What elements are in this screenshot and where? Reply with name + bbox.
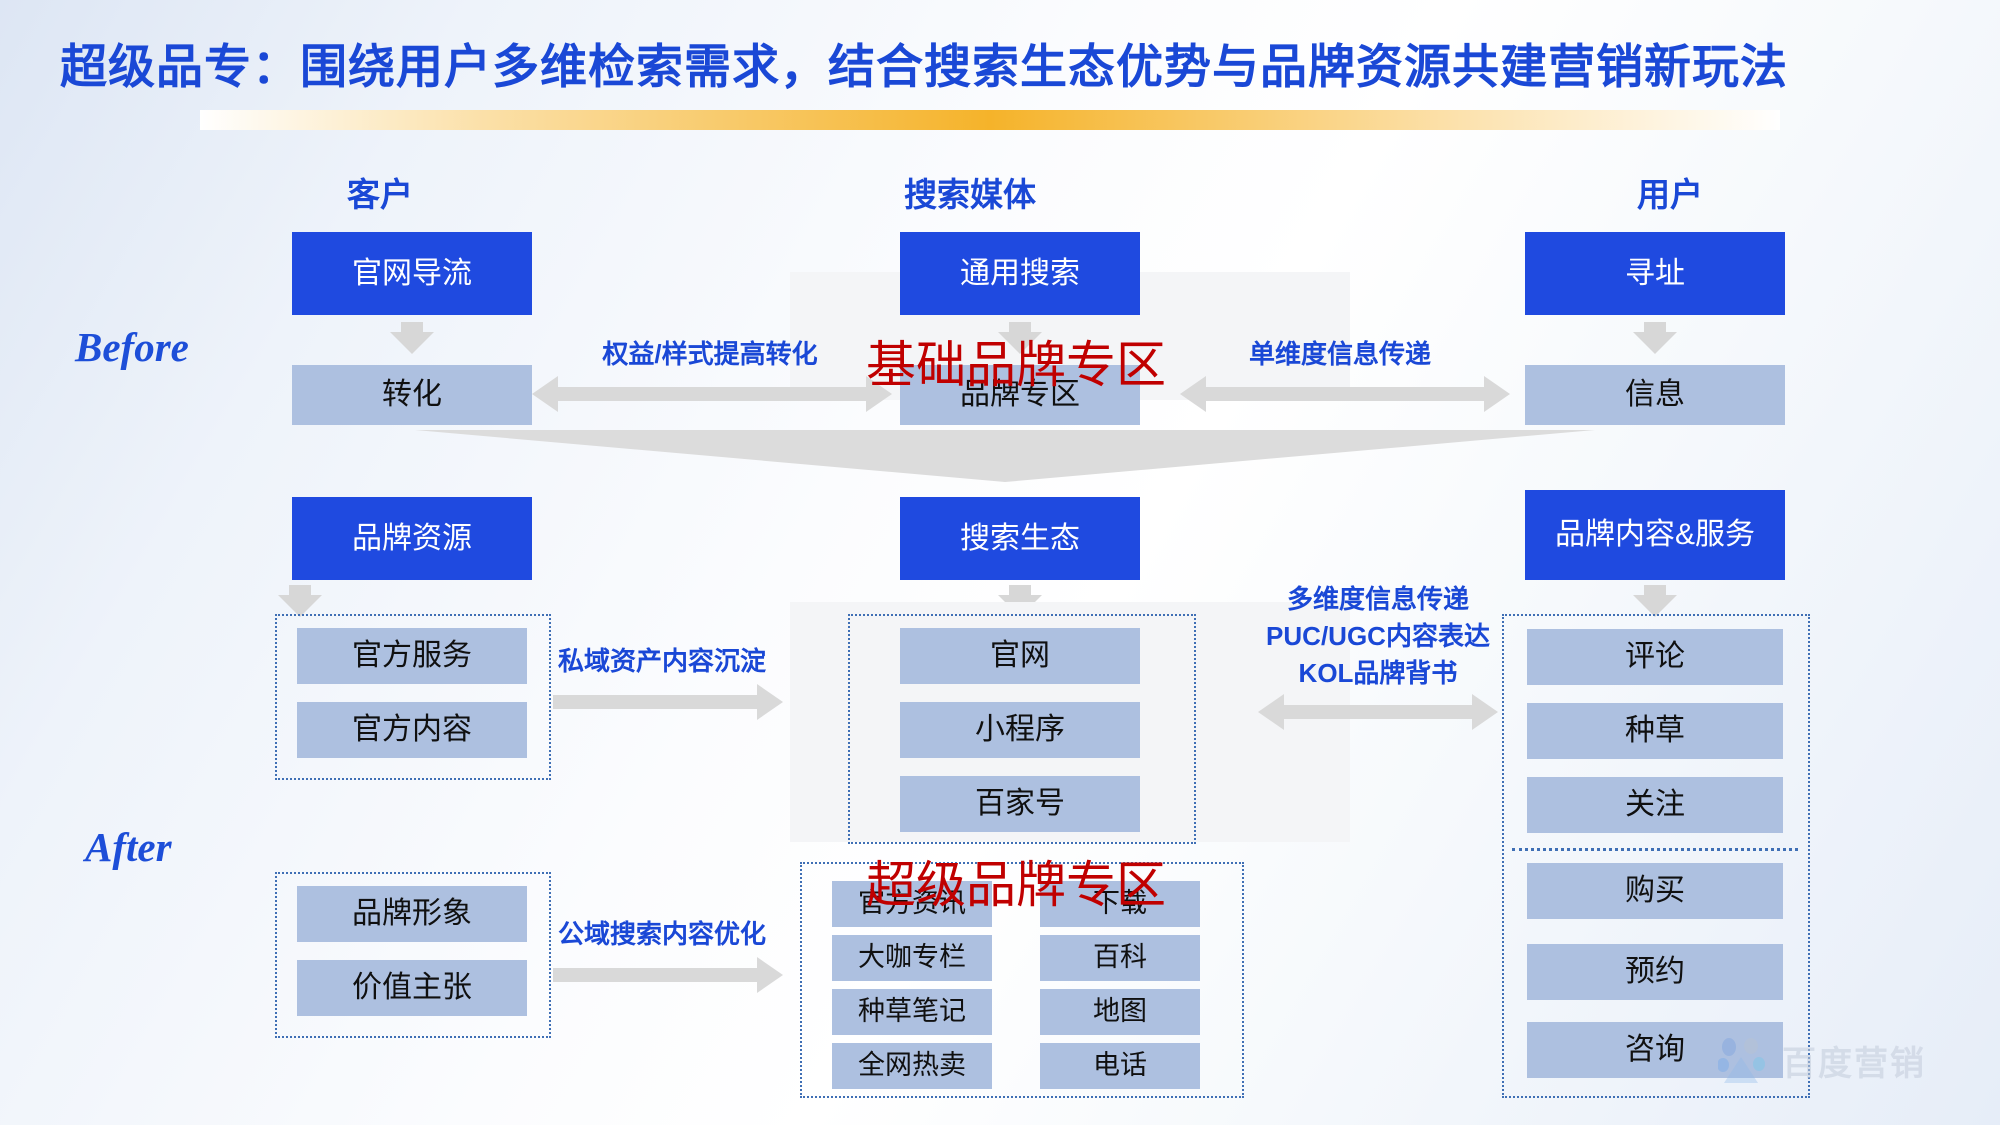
after-public-right-arrow-icon bbox=[553, 957, 783, 993]
page-title: 超级品专：围绕用户多维检索需求，结合搜索生态优势与品牌资源共建营销新玩法 bbox=[60, 40, 1788, 93]
before-customer-down-arrow-icon bbox=[390, 322, 434, 354]
after-search-eco-top-item-label: 小程序 bbox=[975, 712, 1065, 746]
after-search-eco-bottom-item: 全网热卖 bbox=[832, 1043, 992, 1089]
after-search-eco-top-item: 百家号 bbox=[900, 776, 1140, 832]
after-search-eco-bottom-item-label: 种草笔记 bbox=[858, 996, 966, 1027]
after-brand-resource-item: 官方服务 bbox=[297, 628, 527, 684]
after-search-eco-bottom-item-label: 下载 bbox=[1093, 888, 1147, 919]
after-search-eco-header-box: 搜索生态 bbox=[900, 497, 1140, 580]
after-search-eco-bottom-item-label: 全网热卖 bbox=[858, 1050, 966, 1081]
after-search-eco-bottom-item-label: 官方资讯 bbox=[858, 888, 966, 919]
after-brand-image-item: 价值主张 bbox=[297, 960, 527, 1016]
after-brand-resource-header-box: 品牌资源 bbox=[292, 497, 532, 580]
after-search-eco-bottom-item-label: 百科 bbox=[1093, 942, 1147, 973]
after-brand-content-item: 咨询 bbox=[1527, 1022, 1783, 1078]
after-search-eco-bottom-item: 地图 bbox=[1040, 989, 1200, 1035]
before-customer-top-label: 官网导流 bbox=[352, 256, 472, 290]
after-search-eco-header-label: 搜索生态 bbox=[960, 521, 1080, 555]
after-private-arrow-caption: 私域资产内容沉淀 bbox=[557, 646, 766, 676]
before-user-top-box: 寻址 bbox=[1525, 232, 1785, 315]
before-media-top-label: 通用搜索 bbox=[960, 256, 1080, 290]
before-left-arrow-caption: 权益/样式提高转化 bbox=[602, 339, 818, 369]
before-right-arrow-caption: 单维度信息传递 bbox=[1248, 339, 1431, 369]
column-heading-media: 搜索媒体 bbox=[904, 176, 1036, 213]
after-search-eco-bottom-item: 电话 bbox=[1040, 1043, 1200, 1089]
after-search-eco-top-item: 官网 bbox=[900, 628, 1140, 684]
before-user-bottom-label: 信息 bbox=[1625, 377, 1685, 411]
before-media-top-box: 通用搜索 bbox=[900, 232, 1140, 315]
after-brand-content-item-label: 种草 bbox=[1625, 713, 1685, 747]
after-brand-image-item: 品牌形象 bbox=[297, 886, 527, 942]
after-right-arrow-caption-line3: KOL品牌背书 bbox=[1298, 658, 1458, 688]
after-brand-resource-header-label: 品牌资源 bbox=[352, 521, 472, 555]
after-search-eco-bottom-item: 官方资讯 bbox=[832, 881, 992, 927]
before-media-bottom-label: 品牌专区 bbox=[960, 377, 1080, 411]
after-brand-content-item: 购买 bbox=[1527, 863, 1783, 919]
after-brand-image-item-label: 品牌形象 bbox=[352, 896, 472, 930]
after-brand-resource-item-label: 官方服务 bbox=[352, 638, 472, 672]
after-brand-content-item-label: 咨询 bbox=[1625, 1032, 1685, 1066]
after-brand-content-item-label: 购买 bbox=[1625, 873, 1685, 907]
before-customer-top-box: 官网导流 bbox=[292, 232, 532, 315]
after-brand-content-item: 评论 bbox=[1527, 629, 1783, 685]
after-brand-resource-item: 官方内容 bbox=[297, 702, 527, 758]
after-brand-content-item-label: 评论 bbox=[1625, 639, 1685, 673]
title-underline-rule bbox=[200, 110, 1780, 130]
stage-label-after: After bbox=[85, 824, 172, 870]
baidu-paw-icon bbox=[1718, 1037, 1765, 1083]
after-search-eco-top-item: 小程序 bbox=[900, 702, 1140, 758]
before-to-after-chevron-icon bbox=[415, 430, 1595, 482]
after-search-eco-bottom-item: 下载 bbox=[1040, 881, 1200, 927]
after-right-double-arrow-icon bbox=[1258, 694, 1498, 730]
after-brand-content-divider bbox=[1512, 848, 1798, 851]
before-media-down-arrow-icon bbox=[998, 322, 1042, 354]
after-brand-content-item-label: 预约 bbox=[1625, 954, 1685, 988]
before-red-annotation: 基础品牌专区 bbox=[866, 336, 1166, 394]
before-right-double-arrow-icon bbox=[1180, 376, 1510, 412]
after-brand-resource-down-arrow-icon bbox=[278, 585, 322, 617]
after-right-arrow-caption-line1: 多维度信息传递 bbox=[1286, 584, 1469, 614]
before-customer-bottom-box: 转化 bbox=[292, 365, 532, 425]
after-search-eco-bottom-item-label: 大咖专栏 bbox=[858, 942, 966, 973]
after-brand-content-header-box: 品牌内容&服务 bbox=[1525, 490, 1785, 580]
after-search-eco-top-group bbox=[848, 614, 1196, 844]
after-right-arrow-caption-line2: PUC/UGC内容表达 bbox=[1266, 621, 1490, 651]
before-customer-bottom-label: 转化 bbox=[382, 377, 442, 411]
stage-label-before: Before bbox=[75, 324, 189, 370]
after-brand-content-item: 关注 bbox=[1527, 777, 1783, 833]
before-left-double-arrow-icon bbox=[532, 376, 892, 412]
after-brand-resource-group bbox=[275, 614, 551, 780]
after-brand-content-group bbox=[1502, 614, 1810, 1098]
after-search-eco-top-item-label: 百家号 bbox=[975, 786, 1065, 820]
after-search-eco-bottom-item: 百科 bbox=[1040, 935, 1200, 981]
watermark: 百度营销 bbox=[1718, 1036, 1926, 1085]
after-public-arrow-caption: 公域搜索内容优化 bbox=[557, 919, 766, 949]
after-brand-content-item: 预约 bbox=[1527, 944, 1783, 1000]
before-user-bottom-box: 信息 bbox=[1525, 365, 1785, 425]
watermark-text: 百度营销 bbox=[1782, 1045, 1926, 1083]
after-brand-resource-item-label: 官方内容 bbox=[352, 712, 472, 746]
after-search-eco-bottom-group bbox=[800, 862, 1244, 1098]
after-brand-image-item-label: 价值主张 bbox=[352, 970, 472, 1004]
before-user-top-label: 寻址 bbox=[1625, 256, 1685, 290]
after-brand-content-item: 种草 bbox=[1527, 703, 1783, 759]
before-user-down-arrow-icon bbox=[1633, 322, 1677, 354]
after-search-eco-bottom-item-label: 地图 bbox=[1093, 996, 1147, 1027]
after-brand-content-down-arrow-icon bbox=[1633, 585, 1677, 617]
after-search-eco-bottom-item-label: 电话 bbox=[1093, 1050, 1147, 1081]
after-private-right-arrow-icon bbox=[553, 684, 783, 720]
after-search-eco-top-item-label: 官网 bbox=[990, 638, 1050, 672]
column-heading-customer: 客户 bbox=[347, 176, 413, 213]
after-red-annotation: 超级品牌专区 bbox=[866, 856, 1166, 914]
after-brand-content-item-label: 关注 bbox=[1625, 787, 1685, 821]
after-search-eco-bottom-item: 种草笔记 bbox=[832, 989, 992, 1035]
before-media-bottom-box: 品牌专区 bbox=[900, 365, 1140, 425]
column-heading-user: 用户 bbox=[1637, 176, 1703, 213]
after-brand-image-group bbox=[275, 872, 551, 1038]
after-search-eco-bottom-item: 大咖专栏 bbox=[832, 935, 992, 981]
after-brand-content-header-label: 品牌内容&服务 bbox=[1554, 518, 1755, 552]
